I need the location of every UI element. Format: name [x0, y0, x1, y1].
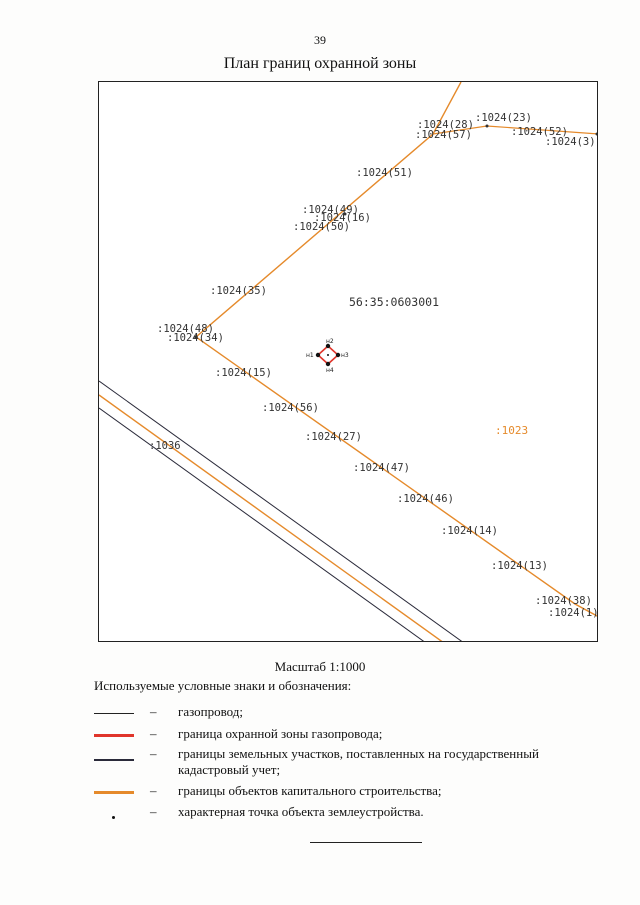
land-border-line-2	[99, 407, 425, 641]
point-label: :1024(3)	[545, 136, 596, 148]
map-drawing: :1024(28) :1024(57) :1024(23) :1024(52) …	[99, 82, 598, 641]
point-label: :1024(47)	[353, 462, 410, 474]
point-label: :1024(35)	[210, 285, 267, 297]
capital-object-symbol	[94, 791, 134, 794]
page-number: 39	[314, 33, 326, 47]
separator-line	[310, 842, 422, 843]
legend-title: Используемые условные знаки и обозначени…	[94, 678, 352, 693]
point-label: :1024(50)	[293, 221, 350, 233]
lot-label-1036: :1036	[149, 440, 181, 452]
boundary-map: :1024(28) :1024(57) :1024(23) :1024(52) …	[98, 81, 598, 642]
capital-object-boundary	[194, 82, 597, 617]
point-label: :1024(23)	[475, 112, 532, 124]
legend-item-capital-object: – границы объектов капитального строител…	[94, 783, 594, 807]
point-label: :1024(52)	[511, 126, 568, 138]
zone-point-label: н3	[341, 352, 349, 359]
point-label: :1024(49)	[302, 204, 359, 216]
point-marker	[485, 124, 489, 128]
zone-point-label: н2	[326, 338, 334, 345]
zone-point-label: н1	[306, 352, 314, 359]
land-border-symbol	[94, 759, 134, 761]
lot-label-1023: :1023	[495, 424, 528, 437]
point-marker	[194, 335, 198, 339]
point-label: :1024(28)	[417, 119, 474, 131]
point-label: :1024(1)	[548, 607, 598, 619]
point-label: :1024(13)	[491, 560, 548, 572]
point-marker	[343, 212, 347, 216]
map-scale: Масштаб 1:1000	[274, 659, 366, 674]
zone-point-label: н4	[326, 367, 334, 374]
point-label: :1024(15)	[215, 367, 272, 379]
capital-object-line	[99, 394, 443, 641]
point-label: :1024(56)	[262, 402, 319, 414]
point-label: :1024(57)	[415, 129, 472, 141]
point-label: :1024(48)	[157, 323, 214, 335]
legend-item-protection-zone: – граница охранной зоны газопровода;	[94, 726, 594, 750]
point-label: :1024(38)	[535, 595, 592, 607]
point-label: :1024(16)	[314, 212, 371, 224]
point-label: :1024(46)	[397, 493, 454, 505]
gas-pipe-symbol	[94, 713, 134, 714]
legend-item-point: – характерная точка объекта землеустройс…	[94, 804, 594, 828]
point-symbol	[112, 816, 115, 819]
page-title: План границ охранной зоны	[223, 55, 417, 72]
protection-zone: н2 н3 н4 н1	[306, 338, 349, 374]
point-label: :1024(51)	[356, 167, 413, 179]
point-marker	[595, 132, 597, 136]
parcel-number: 56:35:0603001	[349, 295, 439, 309]
protection-zone-symbol	[94, 734, 134, 737]
point-label: :1024(27)	[305, 431, 362, 443]
legend-item-land-border: – границы земельных участков, поставленн…	[94, 746, 594, 780]
land-border-line-1	[99, 380, 463, 641]
legend-item-gas-pipe: – газопровод;	[94, 704, 594, 728]
point-label: :1024(34)	[167, 332, 224, 344]
point-label: :1024(14)	[441, 525, 498, 537]
